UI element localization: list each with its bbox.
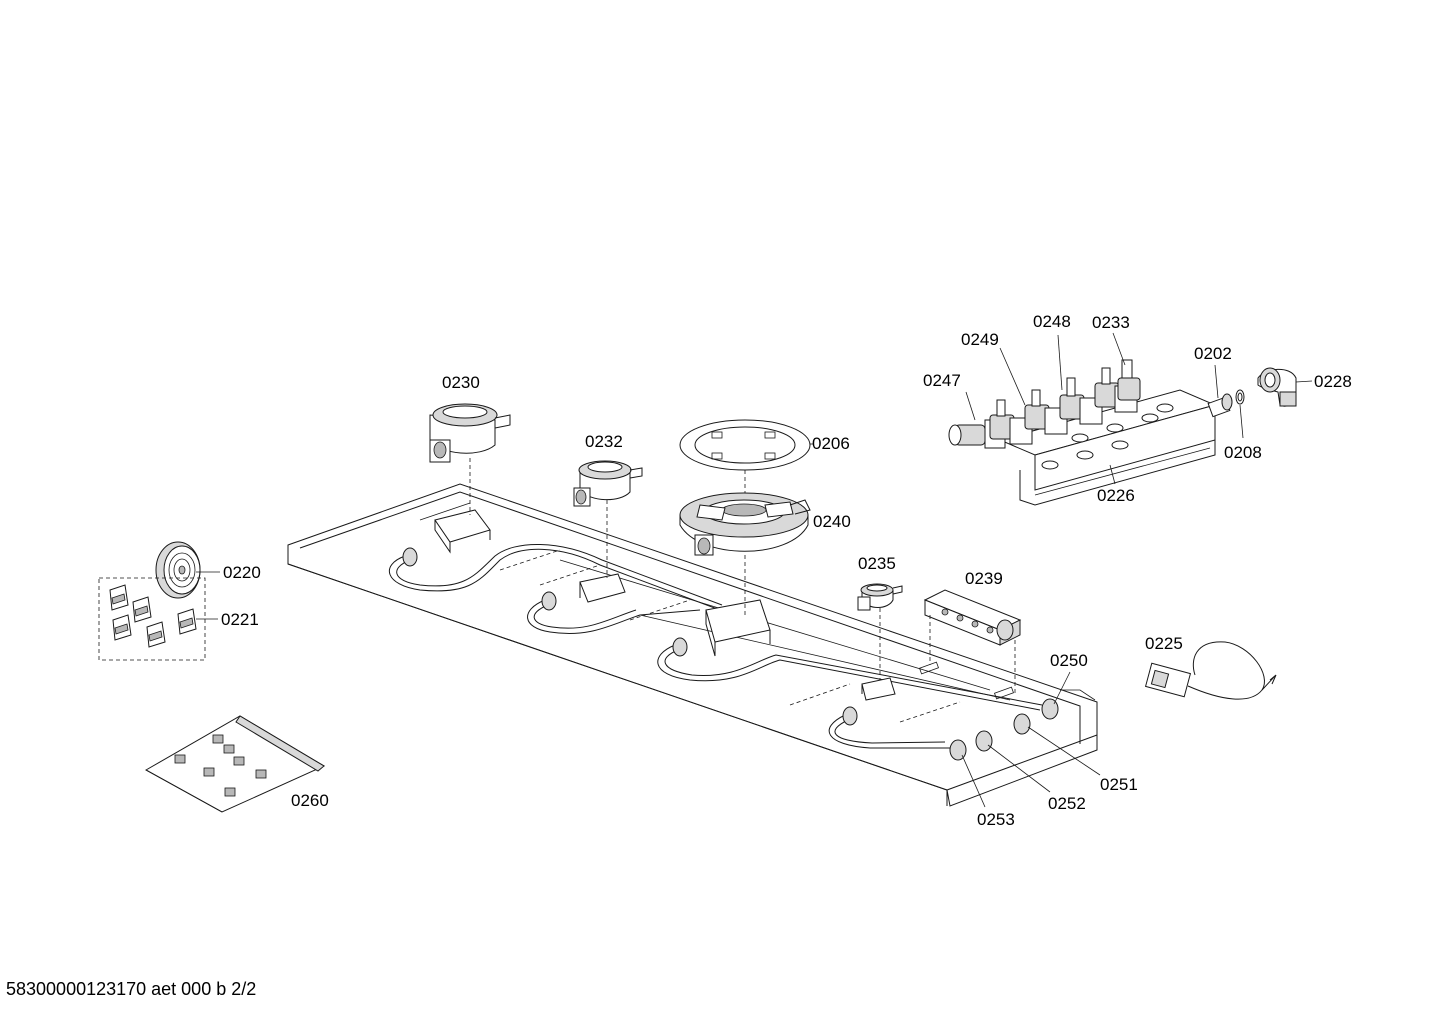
- label-0247: 0247: [923, 371, 961, 390]
- burner-0240-drawing: [679, 492, 811, 615]
- knob-0220-drawing: [155, 541, 201, 599]
- clips-kit-0221-drawing: [98, 577, 206, 661]
- label-0220: 0220: [223, 563, 261, 582]
- clip-4: [146, 621, 166, 648]
- label-0206: 0206: [812, 434, 850, 453]
- label-0260: 0260: [291, 791, 329, 810]
- label-0249: 0249: [961, 330, 999, 349]
- label-0240: 0240: [813, 512, 851, 531]
- gas-tubes: [388, 543, 1059, 761]
- document-footer-id: 58300000123170 aet 000 b 2/2: [6, 979, 257, 999]
- label-0253: 0253: [977, 810, 1015, 829]
- label-0251: 0251: [1100, 775, 1138, 794]
- label-0221: 0221: [221, 610, 259, 629]
- ignition-cable-0225-drawing: [1144, 641, 1277, 700]
- label-0233: 0233: [1092, 313, 1130, 332]
- label-0248: 0248: [1033, 312, 1071, 331]
- injector-bag-0260-drawing: [144, 715, 326, 813]
- bracket-0239-drawing: [923, 589, 1022, 693]
- valve-6: [1117, 359, 1141, 401]
- burner-0235-drawing: [857, 583, 903, 680]
- burner-0232-drawing: [573, 460, 643, 578]
- label-0252: 0252: [1048, 794, 1086, 813]
- label-0230: 0230: [442, 373, 480, 392]
- injector-nozzles: [174, 734, 267, 797]
- label-0225: 0225: [1145, 634, 1183, 653]
- valve-manifold-drawing: [948, 359, 1297, 506]
- clip-3: [112, 614, 132, 641]
- label-0228: 0228: [1314, 372, 1352, 391]
- label-0208: 0208: [1224, 443, 1262, 462]
- label-0232: 0232: [585, 432, 623, 451]
- clip-2: [132, 596, 152, 623]
- burner-0230-drawing: [429, 403, 511, 515]
- label-0250: 0250: [1050, 651, 1088, 670]
- label-0239: 0239: [965, 569, 1003, 588]
- label-0202: 0202: [1194, 344, 1232, 363]
- part-labels: 0230 0232 0206 0240 0235 0239 0220 0221 …: [221, 312, 1352, 829]
- base-tray: [287, 483, 1098, 807]
- leader-lines: [196, 332, 1313, 808]
- label-0226: 0226: [1097, 486, 1135, 505]
- gasket-0206-drawing: [679, 419, 811, 495]
- tray-brackets: [434, 509, 896, 701]
- clip-5: [177, 608, 197, 635]
- clip-1: [109, 584, 129, 611]
- label-0235: 0235: [858, 554, 896, 573]
